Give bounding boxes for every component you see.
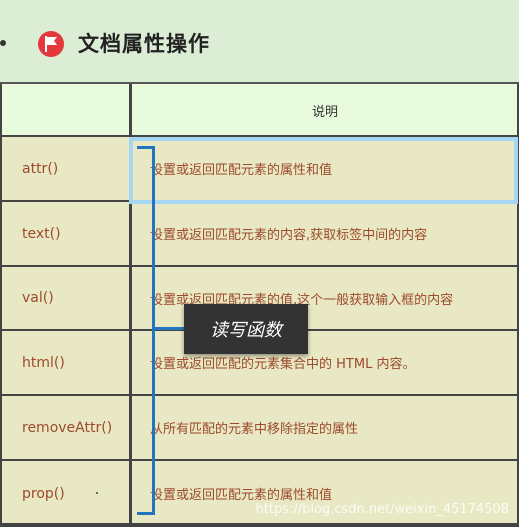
annotation-label: 读写函数 (184, 304, 308, 354)
flag-icon (38, 31, 64, 57)
row-divider (0, 459, 519, 461)
annotation-label-text: 读写函数 (210, 320, 282, 341)
method-name: val() (22, 290, 54, 306)
row-highlight (129, 137, 518, 204)
row-divider (0, 135, 519, 137)
table-border-left (0, 84, 2, 527)
watermark: https://blog.csdn.net/weixin_45174508 (255, 502, 509, 517)
table-row: attr() 设置或返回匹配元素的属性和值 (0, 136, 519, 201)
row-divider (0, 394, 519, 396)
row-divider (0, 523, 519, 527)
method-name: text() (22, 225, 61, 242)
table-row: html() 设置或返回匹配的元素集合中的 HTML 内容。 (0, 330, 519, 395)
table-border-right (517, 84, 519, 527)
method-name: html() (22, 354, 65, 371)
properties-table: 说明 attr() 设置或返回匹配元素的属性和值 text() 设置或返回匹配元… (0, 84, 519, 527)
method-name: attr() (22, 160, 59, 177)
method-name: removeAttr() (22, 419, 113, 436)
row-divider (0, 265, 519, 267)
method-name: prop() (22, 485, 65, 502)
method-description: 设置或返回匹配的元素集合中的 HTML 内容。 (150, 357, 416, 372)
method-description: 设置或返回匹配元素的内容,获取标签中间的内容 (150, 228, 428, 243)
column-divider (129, 84, 132, 527)
table-row: prop() 设置或返回匹配元素的属性和值 (0, 460, 519, 527)
method-description: 从所有匹配的元素中移除指定的属性 (150, 422, 359, 437)
stray-dot (96, 492, 98, 494)
method-description: 设置或返回匹配元素的属性和值 (150, 163, 333, 178)
bracket-pointer (154, 327, 184, 330)
method-description: 设置或返回匹配元素的值,这个一般获取输入框的内容 (150, 292, 454, 308)
bullet-icon (0, 40, 6, 46)
header-cell-description: 说明 (311, 104, 338, 120)
page-title: 文档属性操作 (78, 32, 210, 56)
table-header-row: 说明 (0, 84, 519, 136)
section-header: 文档属性操作 (0, 0, 519, 84)
table-row: text() 设置或返回匹配元素的内容,获取标签中间的内容 (0, 201, 519, 266)
method-description: 设置或返回匹配元素的属性和值 (150, 488, 333, 503)
header-cell-name (0, 84, 131, 136)
table-row: removeAttr() 从所有匹配的元素中移除指定的属性 (0, 395, 519, 460)
table-row: val() 设置或返回匹配元素的值,这个一般获取输入框的内容 (0, 266, 519, 330)
bracket-annotation (137, 146, 155, 515)
